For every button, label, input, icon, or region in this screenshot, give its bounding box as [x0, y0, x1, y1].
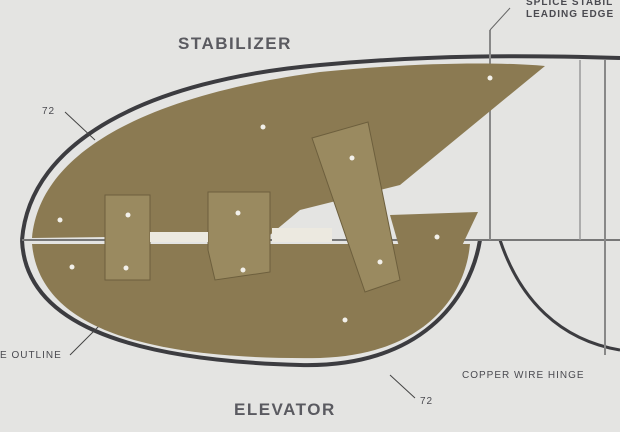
part-number-bottom: 72 — [420, 396, 434, 407]
part-number-top: 72 — [42, 106, 56, 117]
leader-line — [489, 7, 511, 31]
cardboard-cutout-right — [390, 212, 478, 250]
stabilizer-outline — [20, 54, 620, 241]
stabilizer-label: STABILIZER — [178, 34, 292, 53]
splice-note-line2: LEADING EDGE — [526, 9, 615, 20]
leader-line — [389, 374, 416, 399]
cardboard-splice-block — [311, 121, 401, 293]
elevator-label: ELEVATOR — [234, 400, 336, 419]
gap — [150, 232, 208, 242]
pins — [57, 75, 493, 323]
hinge-note: COPPER WIRE HINGE — [462, 370, 585, 381]
elevator-tip — [498, 239, 620, 352]
gap — [272, 228, 332, 242]
cardboard-splice-block — [207, 191, 271, 281]
leader-line — [64, 111, 96, 141]
outline-note: E OUTLINE — [0, 350, 62, 361]
leader-line — [69, 324, 101, 356]
splice-note-line1: SPLICE STABIL — [526, 0, 614, 8]
elevator-outline — [20, 239, 482, 368]
cardboard-stabilizer-template — [32, 63, 545, 238]
